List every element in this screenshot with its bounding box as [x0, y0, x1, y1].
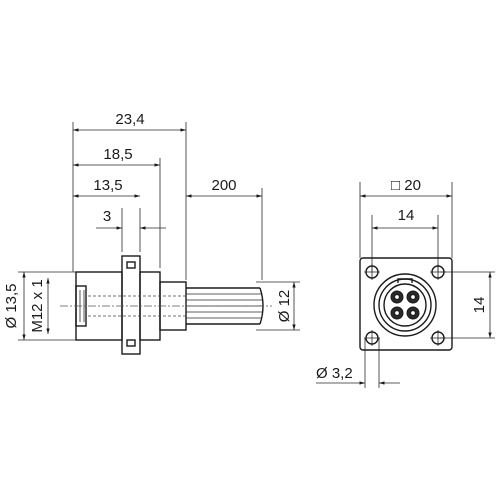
- dim-total-length: 23,4: [115, 111, 144, 128]
- dim-wire-length: 200: [211, 177, 236, 194]
- front-extension-lines: [359, 182, 495, 388]
- dim-flange-thickness: 3: [103, 208, 111, 225]
- dim-front-to-flange: 13,5: [93, 177, 122, 194]
- flange-square: [359, 257, 453, 351]
- dim-hole-spacing-h: 14: [398, 207, 415, 224]
- dim-body-length: 18,5: [103, 146, 132, 163]
- dim-front-diameter: Ø 13,5: [3, 283, 20, 328]
- dim-body-diameter: Ø 12: [276, 290, 293, 323]
- dim-flange-size: □ 20: [391, 177, 421, 194]
- dim-hole-diameter: Ø 3,2: [316, 365, 353, 382]
- front-dimension-lines: [316, 194, 492, 385]
- side-dimension-lines: [22, 128, 296, 340]
- side-extension-lines: [18, 122, 300, 341]
- dim-hole-spacing-v: 14: [471, 297, 488, 314]
- front-view: □ 20 14 14 Ø 3,2: [316, 177, 495, 388]
- side-view: 23,4 18,5 13,5 3 200 Ø 13,5 M12 x 1 Ø 12: [3, 111, 300, 355]
- connector-face: [373, 273, 437, 337]
- mounting-holes: [364, 264, 446, 346]
- dim-thread: M12 x 1: [29, 279, 46, 332]
- connector-side-body: [75, 255, 187, 355]
- wire-bundle: [186, 287, 264, 325]
